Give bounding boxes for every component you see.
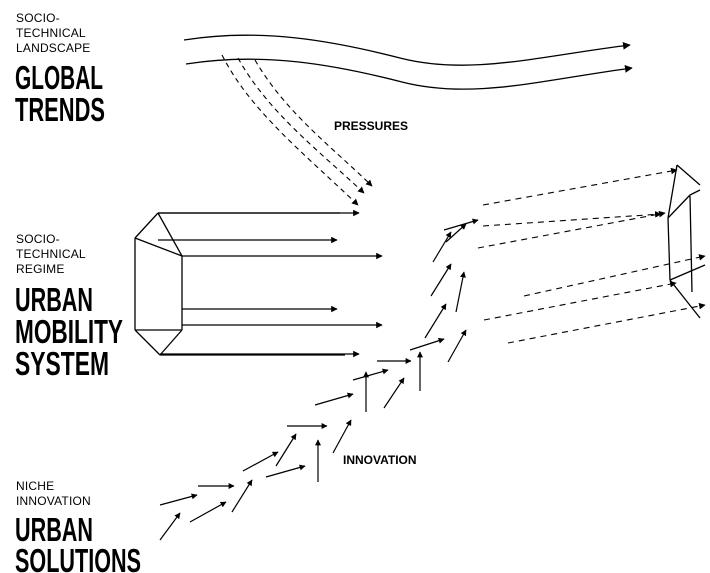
innovation-arrow — [275, 433, 297, 467]
future-prism-face — [667, 164, 701, 319]
regime-level-label-line-1: SOCIO- — [16, 232, 60, 246]
future-prism-edge — [667, 164, 706, 293]
niche-level-label-line-2: INNOVATION — [16, 494, 91, 508]
pressure-arrow — [237, 57, 365, 194]
pressures-label: PRESSURES — [334, 119, 408, 133]
innovation-arrows — [159, 218, 479, 541]
innovation-arrow — [189, 501, 227, 523]
landscape-level-label-line-3: LANDSCAPE — [16, 41, 91, 55]
innovation-arrow — [455, 271, 466, 313]
regime-title-line-1: URBAN — [15, 281, 93, 318]
niche-title-line-1: URBAN — [15, 511, 93, 548]
future-dashed-arrows — [477, 167, 706, 344]
innovation-arrow — [443, 218, 479, 231]
regime-level-label-line-3: REGIME — [16, 262, 65, 276]
future-dashed-arrow — [507, 302, 706, 344]
innovation-arrow — [447, 329, 467, 363]
innovation-arrow — [159, 493, 198, 506]
innovation-arrow — [409, 337, 445, 351]
regime-prism-edge — [134, 212, 183, 356]
niche-level-label-line-1: NICHE — [16, 479, 54, 493]
pressure-arrows — [221, 54, 373, 206]
innovation-arrow — [231, 479, 253, 513]
future-dashed-arrow — [482, 211, 662, 227]
future-dashed-arrow — [477, 210, 666, 249]
innovation-arrow — [430, 263, 452, 297]
pressure-arrow — [254, 59, 373, 187]
regime-arrows — [158, 209, 383, 358]
innovation-arrow — [332, 419, 352, 454]
landscape-level-label-line-2: TECHNICAL — [16, 26, 86, 40]
innovation-label: INNOVATION — [343, 453, 417, 467]
innovation-arrow — [445, 223, 467, 243]
innovation-arrow — [424, 303, 447, 339]
innovation-arrow — [383, 377, 405, 409]
landscape-title-line-1: GLOBAL — [15, 59, 103, 96]
future-dashed-arrow — [483, 280, 677, 321]
regime-prism — [134, 212, 345, 356]
regime-level-label-line-2: TECHNICAL — [16, 247, 86, 261]
future-dashed-arrow — [523, 254, 706, 297]
landscape-level-label-line-1: SOCIO- — [16, 11, 60, 25]
innovation-arrow — [242, 451, 279, 472]
landscape-wave-arrow — [185, 58, 633, 90]
innovation-arrow — [352, 368, 389, 381]
landscape-title-line-2: TRENDS — [15, 91, 105, 128]
landscape-wave-arrow — [183, 34, 631, 66]
regime-title-line-3: SYSTEM — [15, 345, 109, 382]
future-prism — [667, 164, 706, 319]
regime-prism-face — [134, 212, 345, 356]
niche-title-line-2: SOLUTIONS — [15, 542, 141, 573]
innovation-arrow — [265, 464, 306, 478]
innovation-arrow — [314, 392, 354, 406]
pressure-arrow — [221, 54, 359, 206]
regime-title-line-2: MOBILITY — [15, 313, 123, 350]
future-dashed-arrow — [482, 167, 678, 206]
innovation-arrow — [159, 512, 181, 541]
innovation-arrow — [432, 231, 452, 263]
landscape-trend-arrows — [183, 34, 633, 90]
